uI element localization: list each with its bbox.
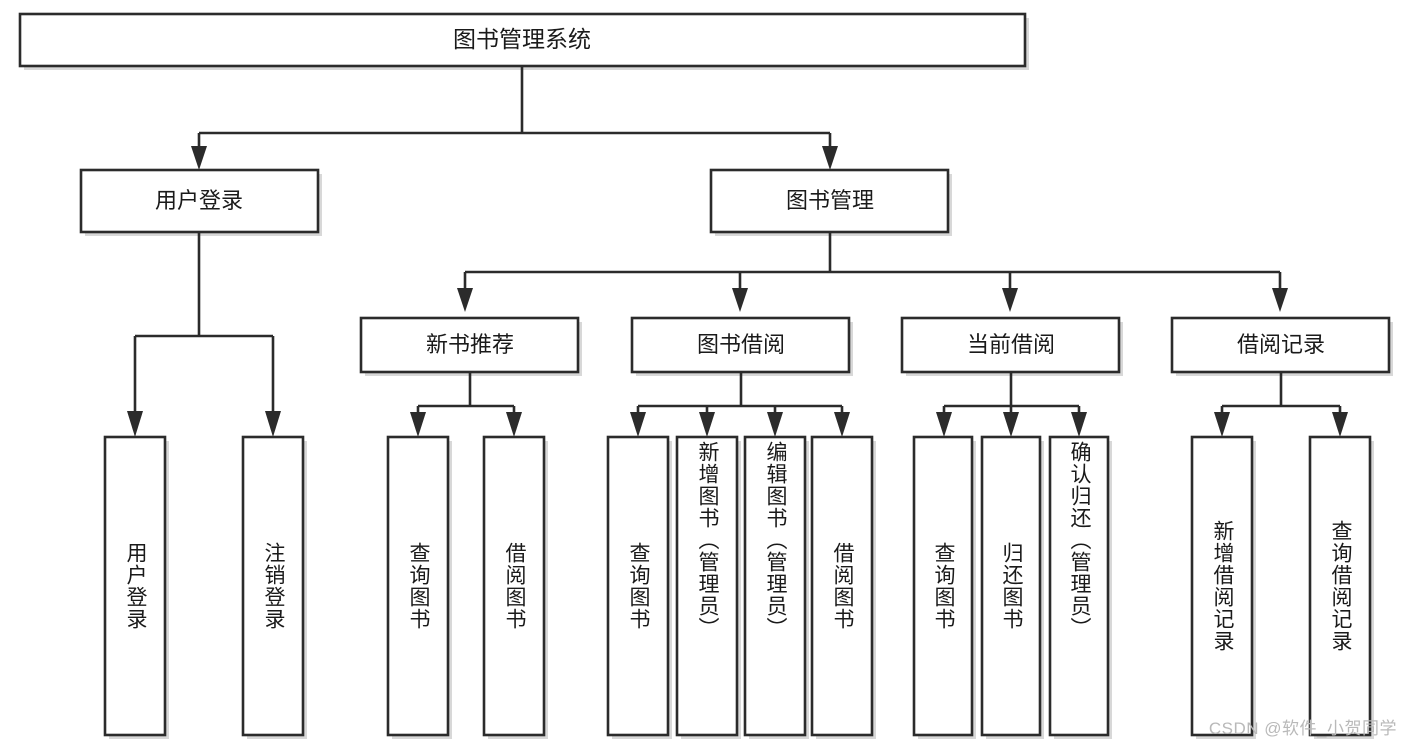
leaf-box — [1048, 435, 1110, 737]
leaf-box — [912, 435, 974, 737]
edges-bookmanage-to-level3 — [457, 232, 1288, 312]
currentborrow-box — [900, 316, 1121, 374]
leaf-node-newbook-borrow[interactable] — [482, 435, 548, 739]
leaf-node-newbook-query[interactable] — [386, 435, 452, 739]
arrow-book-manage — [822, 146, 838, 170]
root-label: 图书管理系统 — [453, 26, 591, 52]
csdn-watermark: CSDN @软件_小贺同学 — [1208, 719, 1397, 738]
arrow-userlogin-leaf2 — [265, 411, 281, 437]
arrow-currentborrow-leaf2 — [1003, 412, 1019, 437]
leaf-node-bookborrow-edit[interactable] — [743, 435, 809, 739]
borrowrecord-box — [1170, 316, 1391, 374]
currentborrow-label: 当前借阅 — [967, 332, 1055, 357]
leaf-box — [606, 435, 670, 737]
leaf-box — [810, 435, 874, 737]
node-book-borrow[interactable]: 图书借阅 — [630, 316, 853, 376]
book-manage-box — [709, 168, 950, 234]
newbook-label: 新书推荐 — [426, 332, 514, 357]
arrow-userlogin-leaf1 — [127, 411, 143, 437]
root-box — [18, 12, 1027, 68]
arrow-user-login — [191, 146, 207, 170]
arrow-currentborrow — [1002, 288, 1018, 312]
leaf-box — [103, 435, 167, 737]
arrow-bookborrow — [732, 288, 748, 312]
leaf-box — [1308, 435, 1372, 737]
arrow-bookborrow-leaf2 — [699, 412, 715, 437]
edges-bookborrow-to-leaves — [630, 372, 850, 437]
newbook-box — [359, 316, 580, 374]
arrow-bookborrow-leaf1 — [630, 412, 646, 437]
leaf-node-borrowrecord-query[interactable] — [1308, 435, 1374, 739]
node-root[interactable]: 图书管理系统 — [18, 12, 1029, 70]
node-user-login[interactable]: 用户登录 — [79, 168, 322, 236]
arrow-bookborrow-leaf4 — [834, 412, 850, 437]
edges-borrowrecord-to-leaves — [1214, 372, 1348, 437]
arrow-currentborrow-leaf3 — [1071, 412, 1087, 437]
arrow-newbook — [457, 288, 473, 312]
node-borrow-record[interactable]: 借阅记录 — [1170, 316, 1393, 376]
bookborrow-label: 图书借阅 — [697, 332, 785, 357]
arrow-newbook-leaf1 — [410, 412, 426, 437]
arrow-borrowrecord — [1272, 288, 1288, 312]
leaf-node-bookborrow-add[interactable] — [675, 435, 741, 739]
book-manage-label: 图书管理 — [786, 188, 874, 213]
leaf-node-user-login-login[interactable] — [103, 435, 169, 739]
node-new-book-recommend[interactable]: 新书推荐 — [359, 316, 582, 376]
leaf-node-currentborrow-confirm[interactable] — [1048, 435, 1112, 739]
arrow-borrowrecord-leaf1 — [1214, 412, 1230, 437]
arrow-newbook-leaf2 — [506, 412, 522, 437]
leaf-box — [980, 435, 1042, 737]
leaf-boxes — [103, 435, 1374, 739]
leaf-node-user-login-logout[interactable] — [241, 435, 307, 739]
leaf-box — [241, 435, 305, 737]
user-login-box — [79, 168, 320, 234]
leaf-node-bookborrow-query[interactable] — [606, 435, 672, 739]
arrow-currentborrow-leaf1 — [936, 412, 952, 437]
node-current-borrow[interactable]: 当前借阅 — [900, 316, 1123, 376]
edges-root-to-level2 — [191, 66, 838, 170]
leaf-box — [675, 435, 739, 737]
leaf-box — [743, 435, 807, 737]
leaf-node-bookborrow-borrow[interactable] — [810, 435, 876, 739]
leaf-box — [482, 435, 546, 737]
edges-currentborrow-to-leaves — [936, 372, 1087, 437]
edges-userlogin-to-leaves — [127, 232, 281, 437]
edges-newbook-to-leaves — [410, 372, 522, 437]
borrowrecord-label: 借阅记录 — [1237, 332, 1325, 357]
arrow-bookborrow-leaf3 — [767, 412, 783, 437]
user-login-label: 用户登录 — [155, 188, 243, 213]
leaf-node-currentborrow-query[interactable] — [912, 435, 976, 739]
leaf-box — [386, 435, 450, 737]
leaf-node-borrowrecord-add[interactable] — [1190, 435, 1256, 739]
leaf-box — [1190, 435, 1254, 737]
node-book-manage[interactable]: 图书管理 — [709, 168, 952, 236]
arrow-borrowrecord-leaf2 — [1332, 412, 1348, 437]
leaf-node-currentborrow-return[interactable] — [980, 435, 1044, 739]
